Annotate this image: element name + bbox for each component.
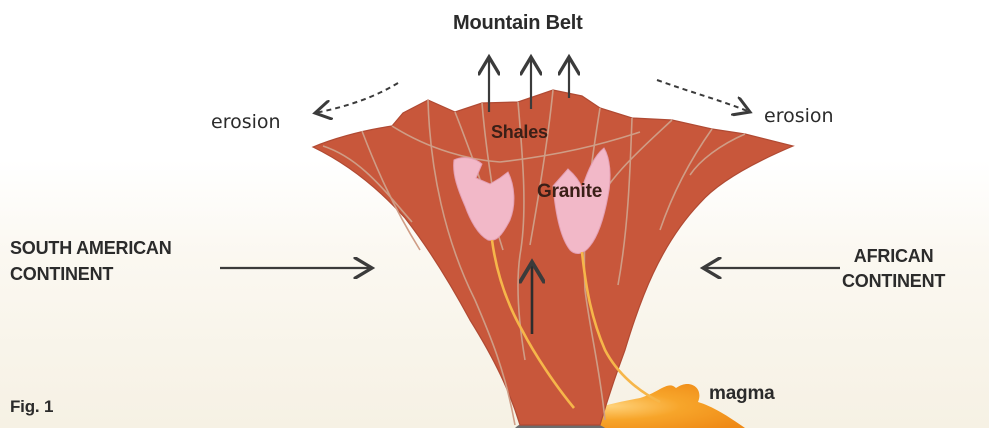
erosion-label-left: erosion [211, 111, 281, 133]
continent-left-line-1: SOUTH AMERICAN [10, 235, 172, 261]
south-american-continent-label: SOUTH AMERICAN CONTINENT [10, 235, 172, 287]
magma-label: magma [709, 383, 775, 405]
shales-label: Shales [491, 122, 548, 143]
diagram-title: Mountain Belt [453, 12, 583, 35]
continent-right-line-2: CONTINENT [842, 269, 945, 294]
erosion-arrow-left [315, 83, 398, 113]
figure-number: Fig. 1 [10, 397, 53, 417]
granite-label: Granite [537, 181, 602, 203]
erosion-label-right: erosion [764, 105, 834, 127]
continent-left-line-2: CONTINENT [10, 261, 172, 287]
erosion-arrow-right [657, 80, 750, 112]
continent-right-line-1: AFRICAN [842, 244, 945, 269]
african-continent-label: AFRICAN CONTINENT [842, 244, 945, 294]
